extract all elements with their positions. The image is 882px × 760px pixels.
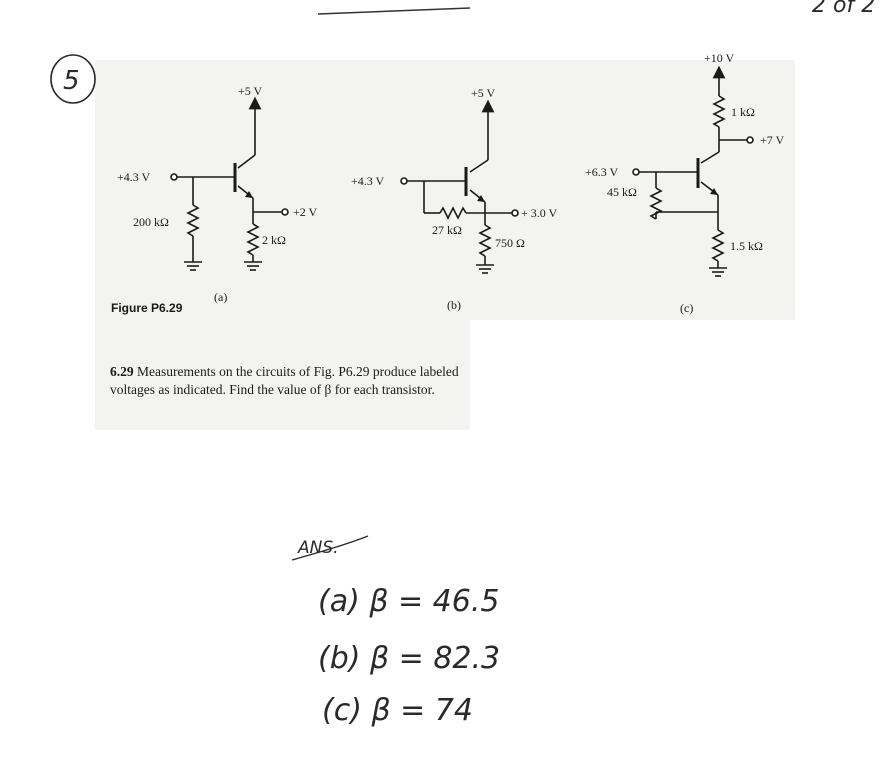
supply-a-label: +5 V (238, 84, 263, 98)
emitter-resistor-b-label: 750 Ω (495, 236, 525, 250)
scan-edge (470, 320, 810, 450)
emitter-resistor-a-label: 2 kΩ (262, 233, 286, 247)
problem-number: 6.29 (110, 364, 134, 379)
base-resistor-a-label: 200 kΩ (133, 215, 169, 229)
emitter-voltage-b-label: + 3.0 V (521, 206, 558, 220)
page-corner-label: 2 of 2 (812, 0, 875, 18)
circuit-b-label: (b) (447, 298, 461, 312)
emitter-voltage-a-label: +2 V (293, 205, 318, 219)
collector-resistor-c-label: 1 kΩ (731, 105, 755, 119)
supply-c-label: +10 V (704, 51, 735, 65)
feedback-resistor-b-label: 27 kΩ (432, 223, 462, 237)
base-voltage-c-label: +6.3 V (585, 165, 619, 179)
supply-b-label: +5 V (471, 86, 496, 100)
emitter-arrow-a (245, 191, 253, 198)
problem-marker: 5 (50, 54, 96, 104)
circuit-c (632, 65, 754, 277)
answer-c: (c) β = 74 (322, 693, 473, 728)
base-resistor-c-label: 45 kΩ (607, 185, 637, 199)
collector-voltage-c-label: +7 V (760, 133, 785, 147)
circuit-a (170, 96, 289, 271)
problem-text: Measurements on the circuits of Fig. P6.… (110, 364, 459, 397)
svg-text:5: 5 (63, 66, 80, 96)
circuit-b (400, 99, 519, 274)
emitter-arrow-b (477, 195, 485, 202)
base-voltage-b-label: +4.3 V (351, 174, 385, 188)
pen-stroke (317, 7, 471, 15)
answers-heading: ANS. (297, 538, 339, 558)
answer-b: (b) β = 82.3 (318, 641, 500, 676)
circuit-a-label: (a) (214, 290, 227, 304)
answer-a: (a) β = 46.5 (318, 584, 499, 619)
emitter-arrow-c (710, 188, 718, 195)
base-voltage-a-label: +4.3 V (117, 170, 151, 184)
problem-statement: 6.29 Measurements on the circuits of Fig… (110, 363, 480, 399)
underline-stroke (291, 535, 369, 561)
figure-caption: Figure P6.29 (111, 301, 183, 315)
handwritten-answers: ANS. (a) β = 46.5 (b) β = 82.3 (c) β = 7… (291, 535, 500, 728)
circuit-c-label: (c) (680, 301, 693, 315)
emitter-resistor-c-label: 1.5 kΩ (730, 239, 763, 253)
